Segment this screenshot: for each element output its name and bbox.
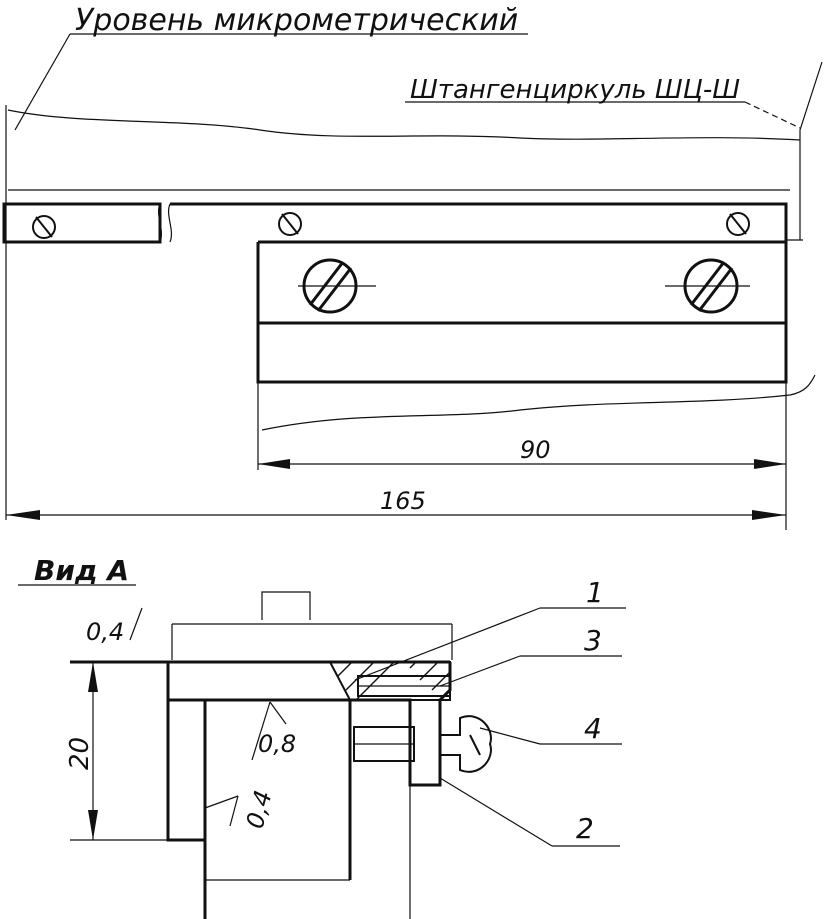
callout-2-label: 2 (576, 812, 594, 845)
large-screw-left (298, 258, 376, 314)
small-screw-right (726, 212, 750, 236)
beam-stub (261, 591, 311, 620)
small-screw-middle (278, 212, 302, 236)
dimension-165: 165 (6, 487, 786, 520)
screw-part-3 (357, 675, 451, 697)
screw-part-4 (353, 715, 492, 773)
callout-3: 3 (439, 624, 622, 687)
view-a-title: Вид А (34, 554, 129, 587)
roughness-side: 0,4 (204, 787, 278, 832)
callout-4: 4 (479, 712, 622, 745)
caliper-leader (744, 101, 801, 129)
caliper-beam-edge (799, 61, 823, 240)
hatched-section (328, 661, 451, 701)
bar-left-segment (2, 202, 162, 244)
level-break-line (7, 109, 801, 141)
body-profile (166, 662, 352, 880)
roughness-side-label: 0,4 (241, 787, 278, 831)
callout-2: 2 (439, 777, 620, 847)
bar-break-a (157, 203, 163, 243)
roughness-bottom: 0,8 (251, 701, 296, 761)
top-view: Уровень микрометрический Штангенциркуль … (2, 3, 823, 530)
callout-4-label: 4 (584, 712, 602, 745)
dimension-90-label: 90 (520, 436, 551, 464)
clamp-block (350, 662, 452, 787)
dimension-20: 20 (65, 662, 168, 841)
small-screw-left (32, 215, 56, 239)
bar-right-segment (170, 202, 788, 244)
roughness-top-mark (129, 607, 143, 641)
level-label: Уровень микрометрический (75, 3, 518, 38)
dimension-20-label: 20 (65, 737, 95, 770)
view-a: Вид А 0,4 (18, 554, 626, 919)
roughness-bottom-label: 0,8 (258, 730, 296, 758)
caliper-label: Штангенциркуль ШЦ-Ш (410, 75, 740, 105)
callout-3-label: 3 (584, 624, 602, 657)
level-leader (14, 33, 71, 131)
large-screw-right (665, 258, 750, 314)
dimension-165-label: 165 (380, 487, 426, 515)
bar-break-b (167, 203, 173, 243)
callout-1-label: 1 (586, 576, 604, 609)
main-block (256, 242, 788, 384)
roughness-top-label: 0,4 (86, 618, 124, 646)
lower-break-line (261, 374, 816, 431)
dimension-90: 90 (258, 436, 786, 469)
callout-1: 1 (354, 576, 626, 681)
